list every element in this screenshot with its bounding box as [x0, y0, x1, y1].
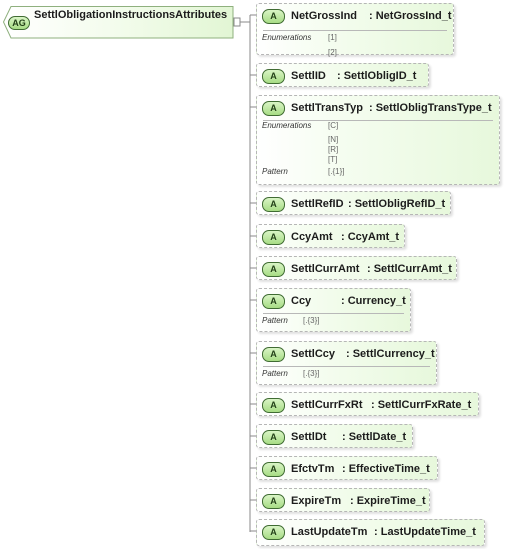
attribute-name: SettlCurrFxRt [291, 399, 363, 411]
attribute-badge: A [262, 398, 285, 413]
attribute-name: EfctvTm [291, 463, 335, 475]
attribute-name: NetGrossInd [291, 10, 358, 22]
attribute-name: SettlDt [291, 431, 327, 443]
attribute-name: SettlCurrAmt [291, 263, 360, 275]
attribute-node[interactable]: A SettlDt : SettlDate_t [256, 424, 413, 448]
facet-value: [C] [328, 121, 339, 130]
facet-value: [R] [328, 145, 339, 154]
attribute-name: CcyAmt [291, 231, 333, 243]
attribute-node[interactable]: A SettlCurrFxRt : SettlCurrFxRate_t [256, 392, 479, 416]
attribute-badge: A [262, 294, 285, 309]
attribute-badge: A [262, 462, 285, 477]
facet-label: Pattern [262, 167, 288, 176]
attribute-badge: A [262, 430, 285, 445]
attribute-node[interactable]: A SettlID : SettlObligID_t [256, 63, 429, 87]
facet-value: [1] [328, 33, 337, 42]
facet-label: Pattern [262, 369, 288, 378]
attribute-node[interactable]: A SettlCurrAmt : SettlCurrAmt_t [256, 256, 457, 280]
attribute-badge: A [262, 197, 285, 212]
facet-value: [2] [328, 48, 337, 57]
attribute-group-name: SettlObligationInstructionsAttributes [34, 9, 228, 21]
facet-label: Pattern [262, 316, 288, 325]
attribute-node[interactable]: A EfctvTm : EffectiveTime_t [256, 456, 438, 480]
attribute-name: SettlTransTyp [291, 102, 363, 114]
attribute-group-badge: AG [8, 16, 30, 30]
attribute-type: : NetGrossInd_t [369, 10, 452, 22]
attribute-name: ExpireTm [291, 495, 342, 507]
attribute-name: LastUpdateTm [291, 526, 368, 538]
attribute-badge: A [262, 347, 285, 362]
attribute-badge: A [262, 262, 285, 277]
attribute-type: : ExpireTime_t [350, 495, 426, 507]
attribute-node[interactable]: A SettlRefID : SettlObligRefID_t [256, 191, 451, 215]
attribute-node[interactable]: A ExpireTm : ExpireTime_t [256, 488, 430, 512]
attribute-name: SettlRefID [291, 198, 344, 210]
facet-separator [263, 366, 430, 367]
attribute-node[interactable]: A LastUpdateTm : LastUpdateTime_t [256, 519, 485, 546]
facet-value: [.{3}] [303, 316, 320, 325]
attribute-type: : EffectiveTime_t [342, 463, 430, 475]
attribute-type: : CcyAmt_t [341, 231, 400, 243]
attribute-type: : SettlCurrency_t [346, 348, 435, 360]
attribute-type: : SettlObligRefID_t [348, 198, 446, 210]
attribute-badge: A [262, 494, 285, 509]
attribute-group-frame [3, 6, 234, 39]
facet-label: Enumerations [262, 121, 312, 130]
facet-label: Enumerations [262, 33, 312, 42]
attribute-name: SettlID [291, 70, 326, 82]
facet-value: [.{1}] [328, 167, 345, 176]
attribute-group-node[interactable]: AG SettlObligationInstructionsAttributes [3, 6, 234, 39]
attribute-badge: A [262, 525, 285, 540]
attribute-type: : SettlDate_t [342, 431, 407, 443]
attribute-type: : SettlObligID_t [337, 70, 417, 82]
attribute-name: SettlCcy [291, 348, 336, 360]
attribute-badge: A [262, 9, 285, 24]
attribute-type: : LastUpdateTime_t [374, 526, 476, 538]
attribute-type: : Currency_t [341, 295, 406, 307]
facet-value: [.{3}] [303, 369, 320, 378]
facet-separator [263, 30, 447, 31]
attribute-badge: A [262, 69, 285, 84]
facet-value: [T] [328, 155, 338, 164]
attribute-badge: A [262, 101, 285, 116]
attribute-name: Ccy [291, 295, 312, 307]
attribute-type: : SettlObligTransType_t [369, 102, 492, 114]
attribute-type: : SettlCurrAmt_t [367, 263, 452, 275]
attribute-badge: A [262, 230, 285, 245]
facet-separator [263, 313, 404, 314]
facet-separator [263, 120, 493, 121]
attribute-node[interactable]: A CcyAmt : CcyAmt_t [256, 224, 405, 248]
facet-value: [N] [328, 135, 339, 144]
attribute-type: : SettlCurrFxRate_t [371, 399, 472, 411]
